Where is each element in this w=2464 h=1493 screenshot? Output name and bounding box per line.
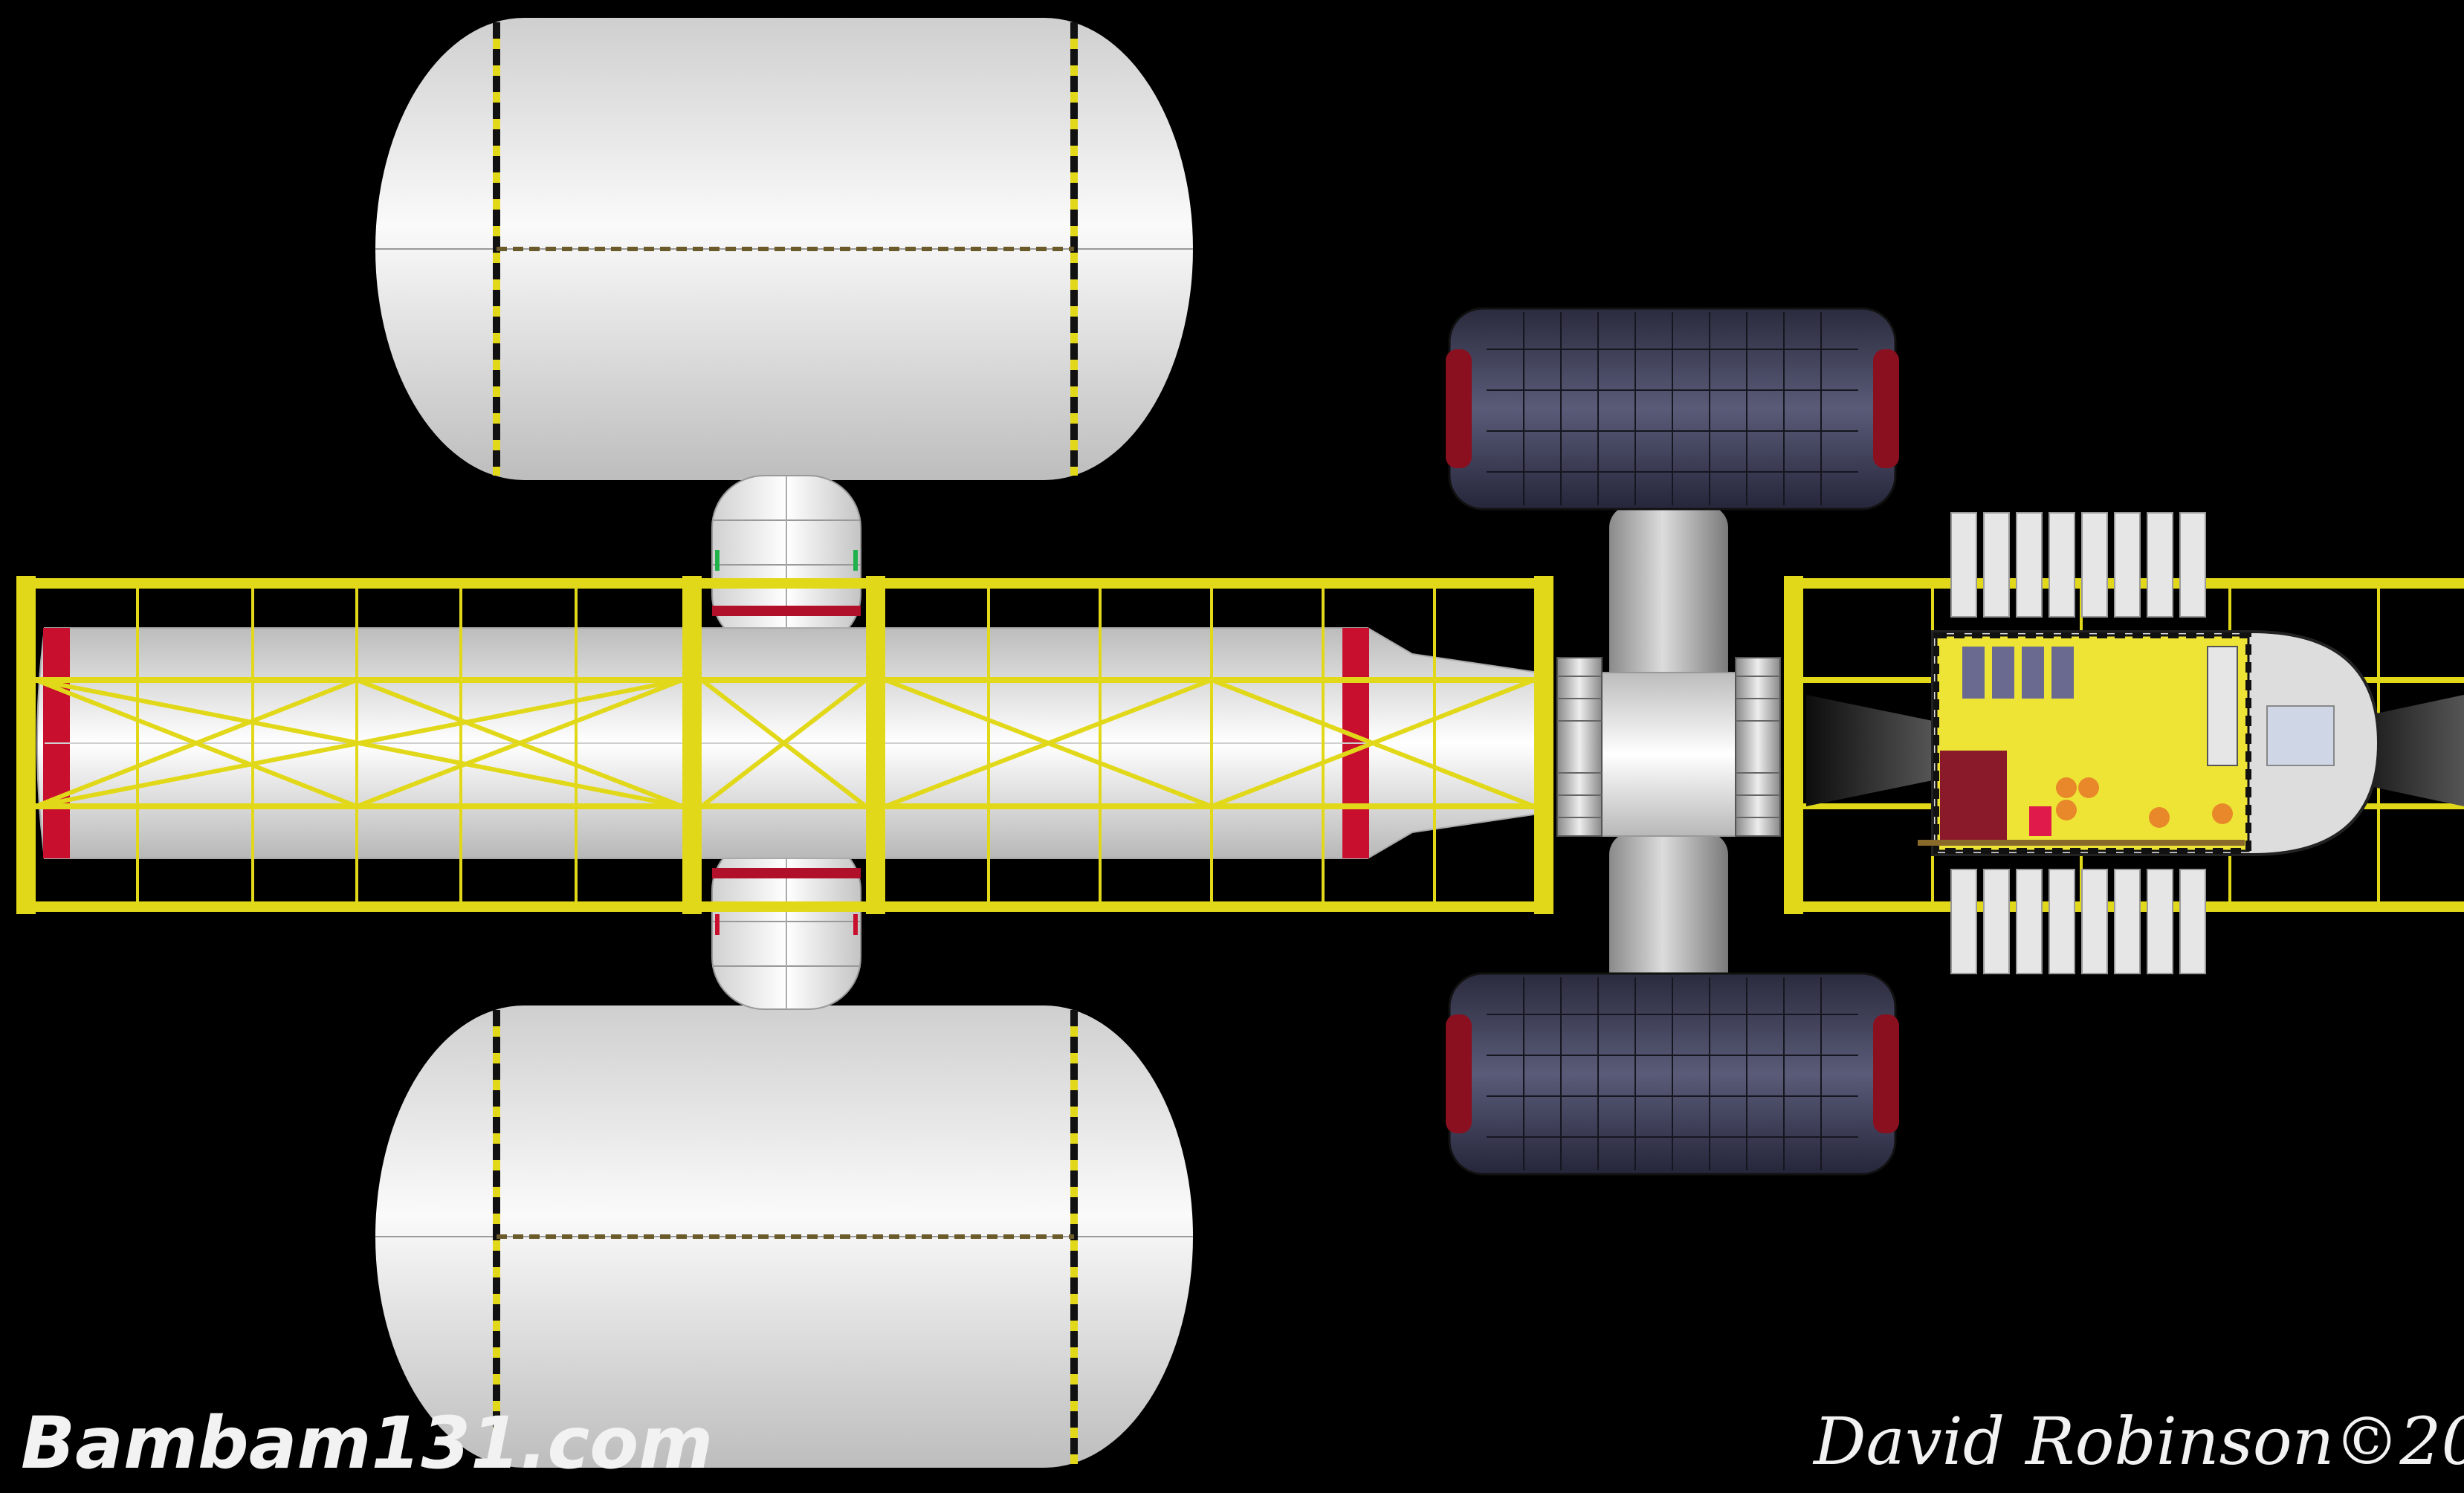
lower-habitat-module <box>1446 972 1899 1176</box>
artist-signature: David Robinson©2015 <box>1812 1403 2464 1480</box>
main-truss <box>16 576 1553 914</box>
upper-panel-array <box>1950 512 2206 618</box>
upper-propellant-tank <box>375 18 1193 480</box>
command-deck <box>1918 630 2381 856</box>
lower-panel-array <box>1950 869 2206 974</box>
upper-habitat-module <box>1446 307 1899 511</box>
upper-connector-pod <box>711 475 861 647</box>
site-watermark: Bambam131.com <box>21 1402 713 1485</box>
lower-connector-pod <box>711 838 861 1010</box>
lower-propellant-tank <box>375 1005 1193 1468</box>
main-hull <box>36 627 1539 859</box>
